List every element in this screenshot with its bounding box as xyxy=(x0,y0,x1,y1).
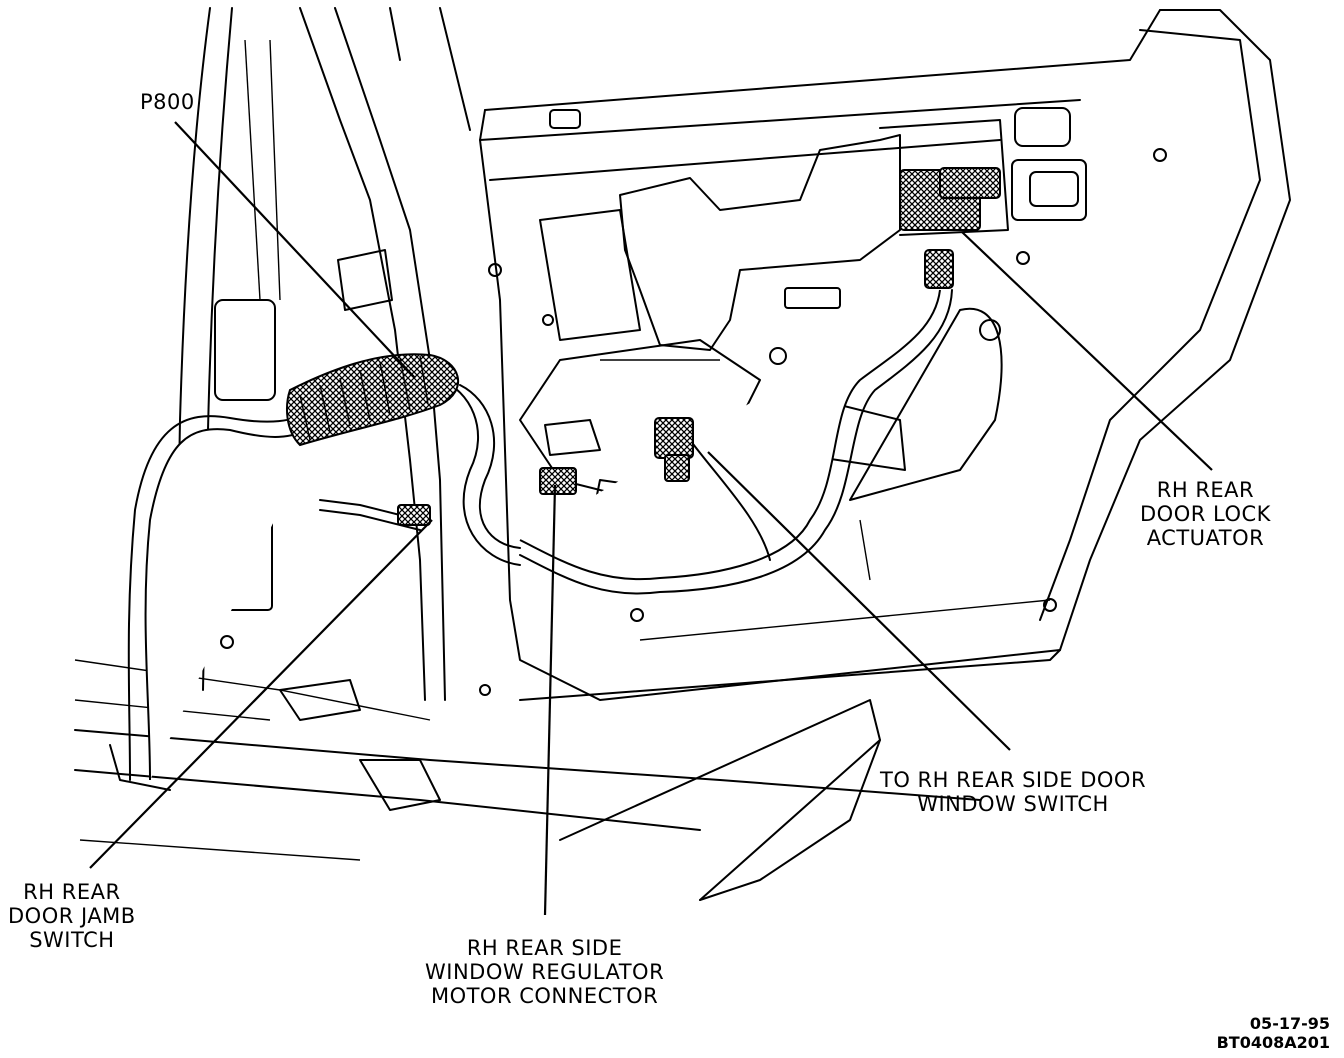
connectors xyxy=(397,417,694,526)
window-regulator-connector-label: RH REAR SIDE WINDOW REGULATOR MOTOR CONN… xyxy=(425,936,665,1008)
p800-label: P800 xyxy=(140,90,195,114)
rocker-sill xyxy=(74,679,981,901)
wire-harness xyxy=(127,289,953,781)
leader-lines xyxy=(89,121,1213,916)
drawing-stamp: 05-17-95 BT0408A201 xyxy=(1217,1014,1330,1052)
door-lock-actuator-label: RH REAR DOOR LOCK ACTUATOR xyxy=(1140,478,1271,550)
door-jamb-switch-label: RH REAR DOOR JAMB SWITCH xyxy=(8,880,136,952)
p800-bundle xyxy=(286,353,460,447)
lock-actuator-housing xyxy=(619,119,1009,351)
drawing-code: BT0408A201 xyxy=(1216,1033,1330,1052)
door-inner-panel xyxy=(479,9,1291,701)
window-switch-label: TO RH REAR SIDE DOOR WINDOW SWITCH xyxy=(880,768,1147,816)
drawing-date: 05-17-95 xyxy=(1249,1014,1330,1033)
